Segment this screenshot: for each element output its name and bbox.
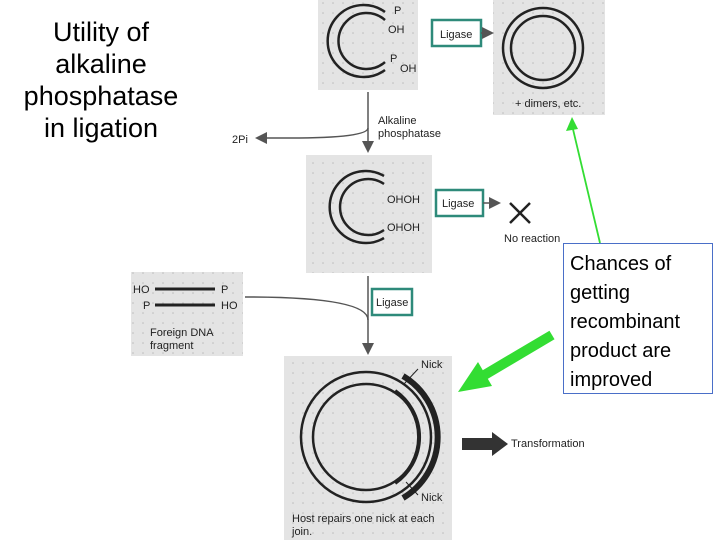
foreign-label-2: fragment	[150, 340, 193, 352]
ligase-label-2: Ligase	[442, 198, 474, 210]
p-top-label: P	[394, 5, 401, 17]
green-pointer-thin-head-icon	[566, 117, 578, 131]
green-pointer-thick-head-icon	[458, 362, 492, 392]
p-left-label: P	[143, 300, 150, 312]
panel-middle	[306, 155, 432, 273]
two-pi-label: 2Pi	[232, 134, 248, 146]
ohoh-bottom-label: OHOH	[387, 222, 420, 234]
nick-top-label: Nick	[421, 359, 443, 371]
transformation-label: Transformation	[511, 438, 585, 450]
alkaline-label-1: Alkaline	[378, 115, 417, 127]
ligase-label-1: Ligase	[440, 29, 472, 41]
nick-bottom-pointer	[405, 481, 419, 496]
nick-bottom-label: Nick	[421, 492, 443, 504]
ligase-label-3: Ligase	[376, 297, 408, 309]
alkaline-label-2: phosphatase	[378, 128, 441, 140]
arrow-fragment-join	[244, 296, 369, 321]
p-bottom-label: P	[390, 53, 397, 65]
ohoh-top-label: OHOH	[387, 194, 420, 206]
ligase-box-1	[430, 18, 483, 48]
no-reaction-label: No reaction	[504, 233, 560, 245]
dimers-label: + dimers, etc.	[515, 98, 581, 110]
ho-left-label: HO	[133, 284, 150, 296]
ligase-box-3	[370, 287, 414, 317]
p-right-label: P	[221, 284, 228, 296]
slide-title: Utility of alkaline phosphatase in ligat…	[23, 17, 179, 143]
panel-foreign-fragment	[131, 272, 243, 356]
host-label-1: Host repairs one nick at each	[292, 513, 434, 525]
oh-bottom-label: OH	[400, 63, 417, 75]
foreign-label-1: Foreign DNA	[150, 327, 214, 339]
ligase-box-2	[434, 188, 485, 218]
arrow-2pi	[255, 127, 369, 144]
green-pointer-thin	[571, 124, 601, 244]
nick-top-pointer	[403, 368, 419, 385]
oh-top-label: OH	[388, 24, 405, 36]
transformation-arrow-icon	[462, 432, 508, 456]
panel-top-left	[318, 0, 418, 90]
dephosphorylated-vector	[328, 169, 385, 245]
panel-recombinant	[284, 356, 452, 540]
ho-right-label: HO	[221, 300, 238, 312]
no-reaction-x-icon	[509, 202, 531, 224]
recombinant-plasmid	[299, 370, 441, 504]
callout-box: Chances of getting recombinant product a…	[563, 243, 713, 394]
green-pointer-thick	[473, 330, 555, 385]
host-label-2: join.	[291, 526, 312, 538]
closed-circle-top	[501, 6, 585, 90]
open-vector-top	[326, 3, 386, 79]
